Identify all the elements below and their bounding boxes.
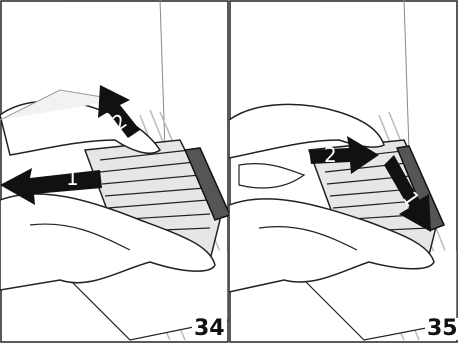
figure-35-illustration: [229, 0, 458, 343]
figure-35-panel: 2 1 35: [229, 0, 458, 343]
figure-34-illustration: [0, 0, 229, 343]
figure-34-number: 34: [192, 318, 227, 340]
figure-35-number: 35: [425, 318, 458, 340]
figure-34-panel: 1 2 34: [0, 0, 229, 343]
arrow-2-number: 2: [324, 145, 337, 165]
arrow-1-number: 1: [66, 168, 79, 188]
